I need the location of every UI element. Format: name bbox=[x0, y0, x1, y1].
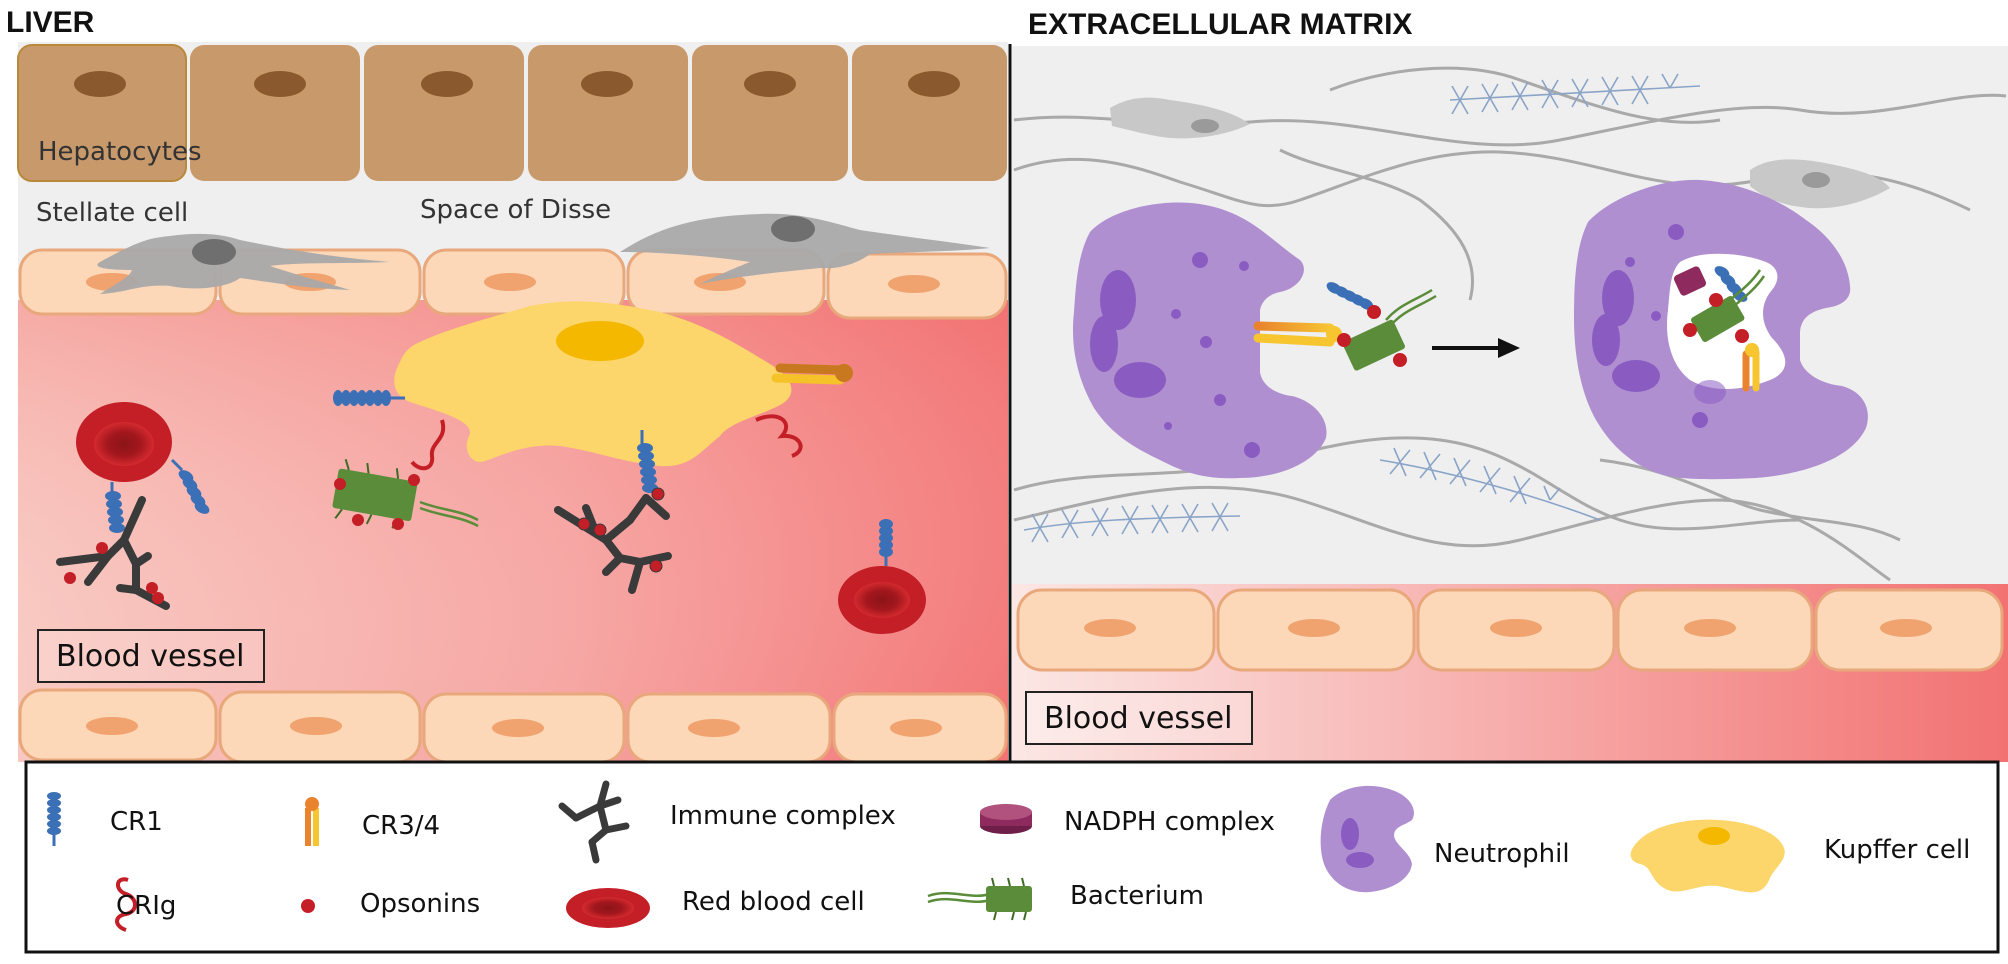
cr1-receptor bbox=[637, 430, 658, 493]
opsonin bbox=[649, 559, 663, 573]
opsonin bbox=[577, 517, 591, 531]
liver-panel: LIVER Hepatocytes Stellate cell Space of… bbox=[6, 6, 1008, 764]
nucleus-lobe bbox=[1612, 360, 1660, 392]
hepatocyte bbox=[17, 44, 187, 182]
cr1-icon bbox=[47, 792, 61, 846]
cr1-receptor bbox=[879, 519, 893, 566]
bacterium bbox=[1337, 288, 1437, 371]
opsonin bbox=[1709, 293, 1723, 307]
legend-immune-complex-label: Immune complex bbox=[670, 801, 896, 831]
legend-kupffer-label: Kupffer cell bbox=[1824, 835, 1970, 865]
crig-receptor bbox=[755, 414, 803, 458]
hepatocyte-nucleus bbox=[421, 71, 473, 97]
nadph-complex bbox=[1673, 266, 1707, 296]
collagen-fibers bbox=[1023, 73, 1701, 543]
ecm-panel: EXTRACELLULAR MATRIX bbox=[1012, 8, 2008, 762]
cr1-receptor bbox=[105, 482, 125, 533]
cr34-receptor bbox=[771, 363, 853, 385]
red-blood-cell-icon bbox=[566, 888, 650, 928]
opsonin bbox=[392, 518, 404, 530]
nadph-complex-icon bbox=[980, 804, 1032, 834]
opsonin bbox=[651, 487, 665, 501]
immune-complex bbox=[56, 496, 170, 610]
legend-bacterium-label: Bacterium bbox=[1070, 881, 1204, 911]
space-of-disse-label: Space of Disse bbox=[420, 195, 611, 225]
immune-complex-icon bbox=[558, 780, 630, 864]
cr34-receptor bbox=[1742, 343, 1760, 392]
kupffer-nucleus bbox=[556, 321, 644, 361]
hepatocyte-nucleus bbox=[581, 71, 633, 97]
hepatocyte-nucleus bbox=[908, 71, 960, 97]
neutrophil bbox=[1072, 202, 1327, 479]
legend-opsonins-label: Opsonins bbox=[360, 889, 480, 919]
crig-icon bbox=[115, 877, 137, 932]
legend-neutrophil-label: Neutrophil bbox=[1434, 839, 1570, 869]
red-blood-cell bbox=[838, 566, 926, 634]
crig-receptor bbox=[410, 419, 446, 471]
opsonin bbox=[334, 478, 346, 490]
legend-crig-label: CRIg bbox=[116, 891, 176, 921]
opsonin bbox=[152, 592, 164, 604]
cr1-receptor bbox=[333, 390, 405, 406]
kupffer-cell bbox=[394, 301, 792, 467]
opsonin bbox=[352, 514, 364, 526]
bacterium bbox=[332, 458, 479, 530]
opsonin bbox=[1683, 323, 1697, 337]
legend-rbc-label: Red blood cell bbox=[682, 887, 865, 917]
neutrophil-icon bbox=[1320, 785, 1414, 893]
nucleus-lobe bbox=[1602, 270, 1634, 326]
hepatocyte bbox=[692, 45, 848, 181]
legend: CR1 CR3/4 Immune complex NADPH complex bbox=[24, 760, 2000, 954]
nucleus-lobe bbox=[1592, 314, 1620, 366]
stellate-cell bbox=[620, 213, 990, 284]
opsonin bbox=[408, 474, 420, 486]
ecm-endothelial-row bbox=[1016, 588, 2004, 672]
kupffer-cell-icon bbox=[1630, 819, 1785, 893]
nucleus-lobe bbox=[1090, 316, 1118, 372]
liver-blood-vessel-label: Blood vessel bbox=[56, 639, 244, 674]
red-blood-cell bbox=[76, 402, 172, 482]
liver-blood-vessel-label-box bbox=[37, 629, 265, 683]
opsonin bbox=[146, 582, 158, 594]
nucleus-lobe bbox=[1100, 270, 1136, 330]
opsonin bbox=[1393, 353, 1407, 367]
bacterium-icon bbox=[927, 877, 1032, 921]
ecm-title: EXTRACELLULAR MATRIX bbox=[1028, 8, 1412, 41]
opsonin bbox=[96, 542, 108, 554]
legend-nadph-label: NADPH complex bbox=[1064, 807, 1275, 837]
hepatocyte-row bbox=[17, 44, 1007, 182]
cr1-receptor bbox=[1714, 266, 1748, 302]
legend-cr1-label: CR1 bbox=[110, 807, 163, 837]
hepatocyte bbox=[852, 45, 1007, 181]
endothelial-row-bottom bbox=[18, 688, 1008, 764]
cr34-icon bbox=[305, 797, 319, 846]
opsonin-icon bbox=[301, 899, 315, 913]
cr1-receptor bbox=[170, 458, 210, 514]
endothelial-row-top bbox=[18, 248, 1008, 320]
ecm-blood-vessel-label-box bbox=[1025, 691, 1253, 745]
opsonin bbox=[64, 572, 76, 584]
hepatocytes-label: Hepatocytes bbox=[38, 137, 202, 167]
nucleus-lobe bbox=[1114, 362, 1166, 398]
stellate-cell-label: Stellate cell bbox=[36, 198, 188, 228]
opsonin bbox=[1367, 305, 1381, 319]
opsonin bbox=[1735, 329, 1749, 343]
stellate-cell bbox=[97, 233, 390, 294]
ecm-blood-vessel-label: Blood vessel bbox=[1044, 701, 1232, 736]
hepatocyte-nucleus bbox=[74, 71, 126, 97]
hepatocyte bbox=[528, 45, 688, 181]
legend-cr34-label: CR3/4 bbox=[362, 811, 440, 841]
hepatocyte bbox=[364, 45, 524, 181]
hepatocyte-nucleus bbox=[744, 71, 796, 97]
liver-title: LIVER bbox=[6, 6, 95, 39]
opsonin bbox=[1337, 333, 1351, 347]
opsonin bbox=[593, 523, 607, 537]
transition-arrow bbox=[1432, 338, 1520, 358]
bacterium bbox=[1683, 269, 1766, 343]
hepatocyte bbox=[190, 45, 360, 181]
hepatocyte-nucleus bbox=[254, 71, 306, 97]
